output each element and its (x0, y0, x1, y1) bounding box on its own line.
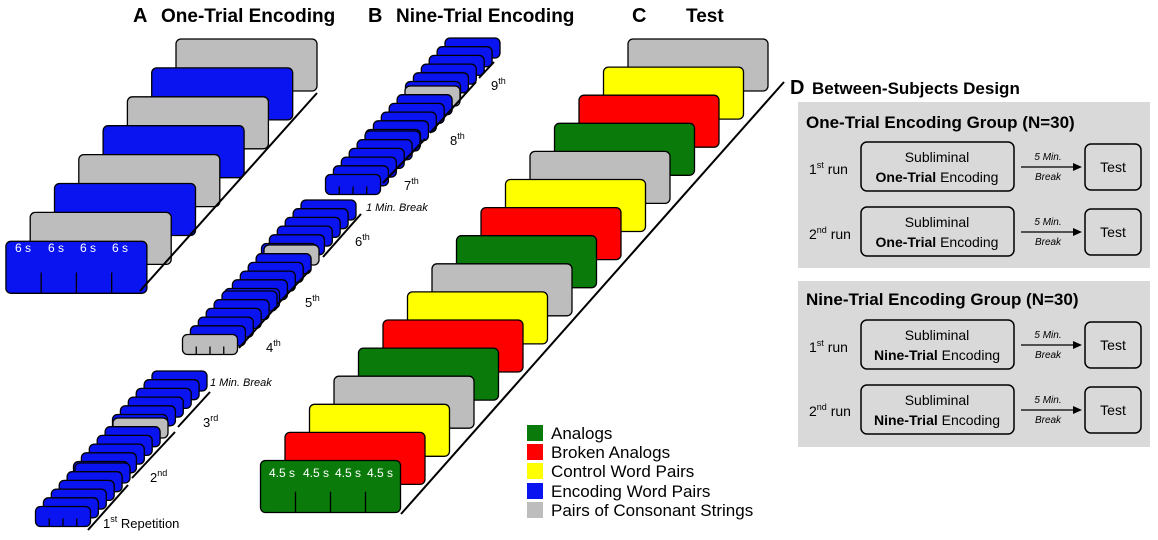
break-label: 1 Min. Break (366, 202, 428, 214)
arrow-head-icon (1073, 406, 1082, 414)
panel-c-title: Test (686, 6, 724, 27)
timeline-baseline (400, 81, 785, 515)
duration-label: 6 s (112, 241, 128, 255)
panel-b-title: Nine-Trial Encoding (396, 6, 574, 27)
run-label: 2nd run (809, 402, 851, 419)
group-one-trial: One-Trial Encoding Group (N=30) 1st run … (798, 102, 1150, 268)
panel-b-nine-trial-encoding (34, 37, 501, 531)
test-box-label: Test (1100, 224, 1126, 240)
arrow-head-icon (1073, 228, 1082, 236)
arrow-label-bottom: Break (1035, 350, 1062, 361)
duration-label: 6 s (80, 241, 96, 255)
break-label: 1 Min. Break (210, 377, 272, 389)
repetition-label: 6th (355, 232, 370, 249)
panel-a-title: One-Trial Encoding (161, 6, 335, 27)
encoding-box-line2: Nine-Trial Encoding (874, 412, 1000, 428)
encoding-box-line2: One-Trial Encoding (876, 169, 999, 185)
encoding-box-line1: Subliminal (905, 149, 970, 165)
run-label: 2nd run (809, 225, 851, 242)
repetition-label: 2nd (150, 468, 167, 485)
repetition-baseline (131, 431, 176, 479)
arrow-label-top: 5 Min. (1034, 217, 1061, 228)
legend-swatch-broken-analogs (527, 444, 543, 460)
repetition-baseline (277, 269, 311, 305)
duration-label: 4.5 s (303, 466, 329, 480)
repetition-baseline (322, 213, 362, 258)
test-box (1084, 143, 1142, 191)
encoding-box (860, 206, 1015, 257)
legend: Analogs Broken Analogs Control Word Pair… (527, 424, 753, 520)
arrow-label-top: 5 Min. (1034, 152, 1061, 163)
encoding-box (860, 384, 1015, 435)
legend-swatch-control-word-pairs (527, 463, 543, 479)
legend-swatch-encoding-word-pairs (527, 483, 543, 499)
legend-label: Encoding Word Pairs (551, 482, 710, 501)
repetition-label: 8th (450, 131, 465, 148)
repetition-label: 1st Repetition (103, 514, 179, 531)
repetition-baseline (382, 138, 426, 184)
group-title: Nine-Trial Encoding Group (N=30) (806, 290, 1079, 309)
duration-label: 6 s (48, 241, 64, 255)
duration-label: 4.5 s (335, 466, 361, 480)
repetition-baseline (177, 391, 211, 428)
repetition-baseline (478, 61, 495, 79)
repetition-label: 7th (404, 176, 419, 193)
test-box-label: Test (1100, 402, 1126, 418)
encoding-box (860, 141, 1015, 192)
test-box-label: Test (1100, 337, 1126, 353)
panel-c-test (259, 38, 785, 515)
panel-a-letter: A (133, 5, 147, 27)
legend-label: Broken Analogs (551, 443, 670, 462)
panel-d-title: Between-Subjects Design (812, 79, 1020, 98)
duration-label: 4.5 s (367, 466, 393, 480)
arrow-label-bottom: Break (1035, 415, 1062, 426)
test-box (1084, 321, 1142, 369)
panel-d-between-subjects-design: D Between-Subjects Design One-Trial Enco… (790, 77, 1150, 447)
encoding-box-line1: Subliminal (905, 214, 970, 230)
arrow-label-bottom: Break (1035, 172, 1062, 183)
duration-label: 6 s (15, 241, 31, 255)
legend-label: Control Word Pairs (551, 462, 694, 481)
test-box (1084, 208, 1142, 256)
repetition-label: 5th (305, 293, 320, 310)
test-box-label: Test (1100, 159, 1126, 175)
arrow-head-icon (1073, 341, 1082, 349)
arrow-head-icon (1073, 163, 1082, 171)
run-label: 1st run (809, 160, 848, 177)
timeline-baseline (139, 92, 318, 292)
arrow-label-bottom: Break (1035, 237, 1062, 248)
repetition-label: 3rd (203, 413, 218, 430)
panel-d-letter: D (790, 77, 804, 99)
test-box (1084, 386, 1142, 434)
legend-label: Pairs of Consonant Strings (551, 501, 753, 520)
encoding-box-line1: Subliminal (905, 327, 970, 343)
duration-label: 4.5 s (269, 466, 295, 480)
panel-b-letter: B (368, 5, 382, 27)
arrow-label-top: 5 Min. (1034, 330, 1061, 341)
panel-a-one-trial-encoding (5, 38, 318, 294)
encoding-box (860, 319, 1015, 370)
legend-label: Analogs (551, 424, 612, 443)
encoding-box-line2: One-Trial Encoding (876, 234, 999, 250)
repetition-label: 9th (491, 76, 506, 93)
legend-swatch-consonant-strings (527, 502, 543, 518)
repetition-baseline (87, 484, 129, 531)
repetition-label: 4th (266, 338, 281, 355)
panel-a-durations: 6 s 6 s 6 s 6 s (15, 241, 128, 255)
group-title: One-Trial Encoding Group (N=30) (806, 113, 1075, 132)
repetition-baseline (238, 306, 277, 349)
panel-c-letter: C (632, 5, 646, 27)
encoding-box-line1: Subliminal (905, 392, 970, 408)
legend-swatch-analogs (527, 425, 543, 441)
arrow-label-top: 5 Min. (1034, 395, 1061, 406)
run-label: 1st run (809, 338, 848, 355)
panel-b-labels: 1 Min. Break 1 Min. Break 9th 8th 7th 6t… (103, 76, 506, 531)
repetition-baseline (429, 81, 477, 134)
encoding-box-line2: Nine-Trial Encoding (874, 347, 1000, 363)
group-nine-trial: Nine-Trial Encoding Group (N=30) 1st run… (798, 281, 1150, 447)
panel-c-durations: 4.5 s 4.5 s 4.5 s 4.5 s (269, 466, 393, 480)
